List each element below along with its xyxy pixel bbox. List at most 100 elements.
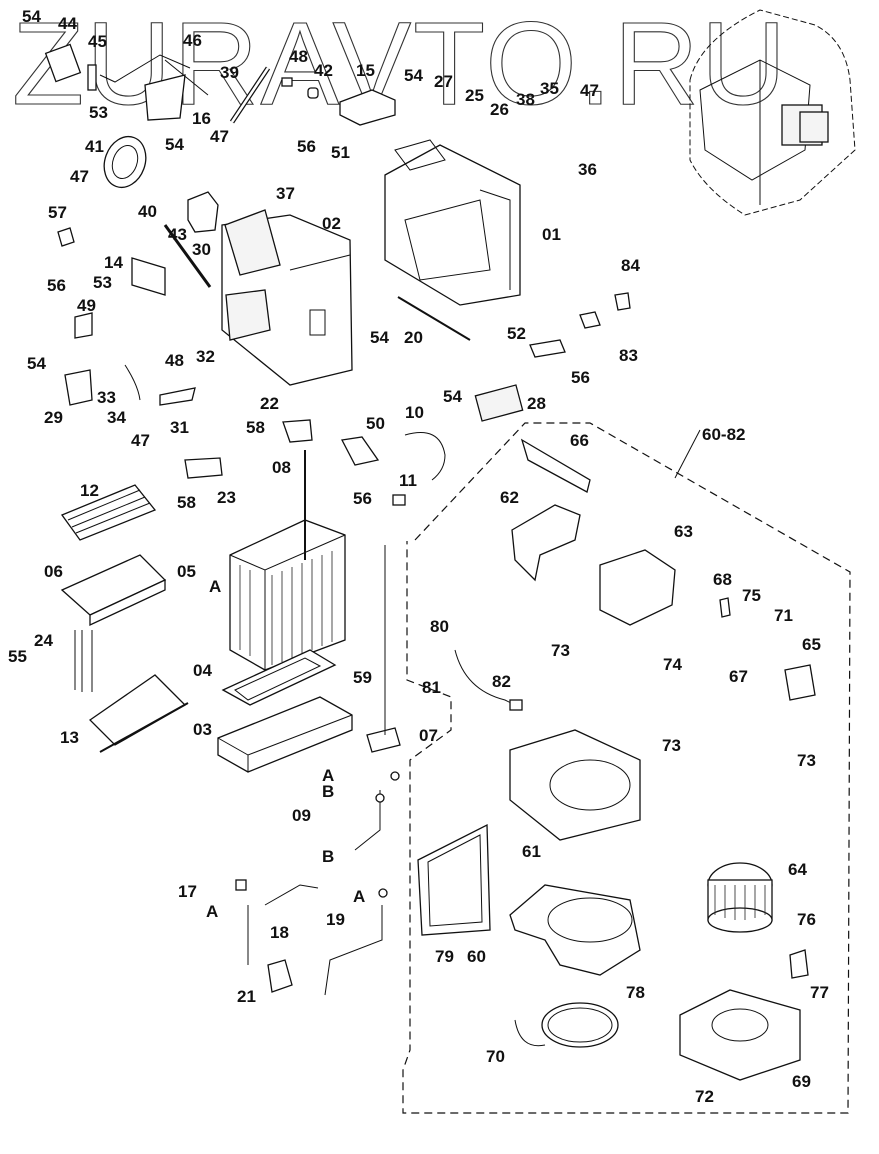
- small-parts-left: [64, 364, 446, 506]
- part-label: 36: [578, 160, 597, 179]
- part-label: 54: [404, 66, 423, 85]
- part-label: 76: [797, 910, 816, 929]
- damper-parts-group: [44, 43, 209, 121]
- part-label: 52: [507, 324, 526, 343]
- part-label: 20: [404, 328, 423, 347]
- part-label: 56: [47, 276, 66, 295]
- cab-illustration: [689, 9, 856, 216]
- part-label: 48: [289, 47, 308, 66]
- heater-housing-01: [384, 139, 521, 306]
- part-label: 17: [178, 882, 197, 901]
- part-label: 47: [580, 81, 599, 100]
- part-label: 08: [272, 458, 291, 477]
- part-label: 67: [729, 667, 748, 686]
- evaporator-05: [229, 450, 346, 671]
- part-label: 58: [246, 418, 265, 437]
- tray-04: [221, 649, 337, 706]
- part-label: 73: [551, 641, 570, 660]
- part-label: B: [322, 782, 334, 801]
- part-label: 32: [196, 347, 215, 366]
- part-label: 30: [192, 240, 211, 259]
- part-label: 66: [570, 431, 589, 450]
- part-label: 27: [434, 72, 453, 91]
- part-label: 80: [430, 617, 449, 636]
- evaporator-housing-02: [221, 209, 471, 386]
- part-label: 56: [353, 489, 372, 508]
- part-label: 73: [662, 736, 681, 755]
- part-label: 79: [435, 947, 454, 966]
- part-label: 41: [85, 137, 104, 156]
- part-label: 31: [170, 418, 189, 437]
- part-label: 34: [107, 408, 126, 427]
- part-label: 68: [713, 570, 732, 589]
- part-label: A: [322, 766, 334, 785]
- part-label: 72: [695, 1087, 714, 1106]
- part-label: 63: [674, 522, 693, 541]
- part-label: 40: [138, 202, 157, 221]
- watermark: ZURAVTO.RU: [12, 0, 788, 130]
- part-label: 45: [88, 32, 107, 51]
- part-label: 78: [626, 983, 645, 1002]
- part-label: 69: [792, 1072, 811, 1091]
- filter-13: [88, 674, 189, 753]
- part-label: 64: [788, 860, 807, 879]
- part-label: 54: [22, 7, 41, 26]
- part-label: 48: [165, 351, 184, 370]
- part-label: A: [353, 887, 365, 906]
- part-labels: 54 44 45 46 53 16 39 48 42 15 54 27 25 2…: [8, 7, 829, 1106]
- part-label: A: [209, 577, 221, 596]
- part-label: 55: [8, 647, 27, 666]
- part-label: 21: [237, 987, 256, 1006]
- part-label: 56: [571, 368, 590, 387]
- piping-group: [235, 545, 401, 996]
- part-label: 56: [297, 137, 316, 156]
- part-label: 84: [621, 256, 640, 275]
- part-label: 54: [370, 328, 389, 347]
- part-label: 47: [70, 167, 89, 186]
- part-label: 09: [292, 806, 311, 825]
- part-label: 37: [276, 184, 295, 203]
- part-label: 39: [220, 63, 239, 82]
- mode-actuator-group: [57, 135, 219, 339]
- part-label: 51: [331, 143, 350, 162]
- part-label: 73: [797, 751, 816, 770]
- tray-03: [217, 696, 353, 773]
- part-label: 83: [619, 346, 638, 365]
- part-label: B: [322, 847, 334, 866]
- part-label: 65: [802, 635, 821, 654]
- part-label: 58: [177, 493, 196, 512]
- part-label: 57: [48, 203, 67, 222]
- part-label: 26: [490, 100, 509, 119]
- part-label: 06: [44, 562, 63, 581]
- group-outline-60-82: [402, 422, 851, 1114]
- part-label: 54: [443, 387, 462, 406]
- part-label: 35: [540, 79, 559, 98]
- part-label: 10: [405, 403, 424, 422]
- heater-core-06: [60, 554, 167, 692]
- part-label: 43: [168, 225, 187, 244]
- part-label: 42: [314, 61, 333, 80]
- part-label: 23: [217, 488, 236, 507]
- part-label: 50: [366, 414, 385, 433]
- part-label: 44: [58, 14, 77, 33]
- blower-group: [417, 438, 816, 1081]
- part-label: 53: [93, 273, 112, 292]
- part-label: 07: [419, 726, 438, 745]
- part-label: 81: [422, 678, 441, 697]
- part-label: 01: [542, 225, 561, 244]
- part-label: 29: [44, 408, 63, 427]
- part-label: 70: [486, 1047, 505, 1066]
- part-label: 54: [165, 135, 184, 154]
- part-label: 03: [193, 720, 212, 739]
- filter-12: [60, 484, 157, 541]
- part-label: 74: [663, 655, 682, 674]
- part-label: 71: [774, 606, 793, 625]
- part-label: 46: [183, 31, 202, 50]
- part-label: 24: [34, 631, 53, 650]
- part-label: A: [206, 902, 218, 921]
- part-label: 38: [516, 90, 535, 109]
- part-label: 53: [89, 103, 108, 122]
- part-label: 47: [131, 431, 150, 450]
- part-label: 15: [356, 61, 375, 80]
